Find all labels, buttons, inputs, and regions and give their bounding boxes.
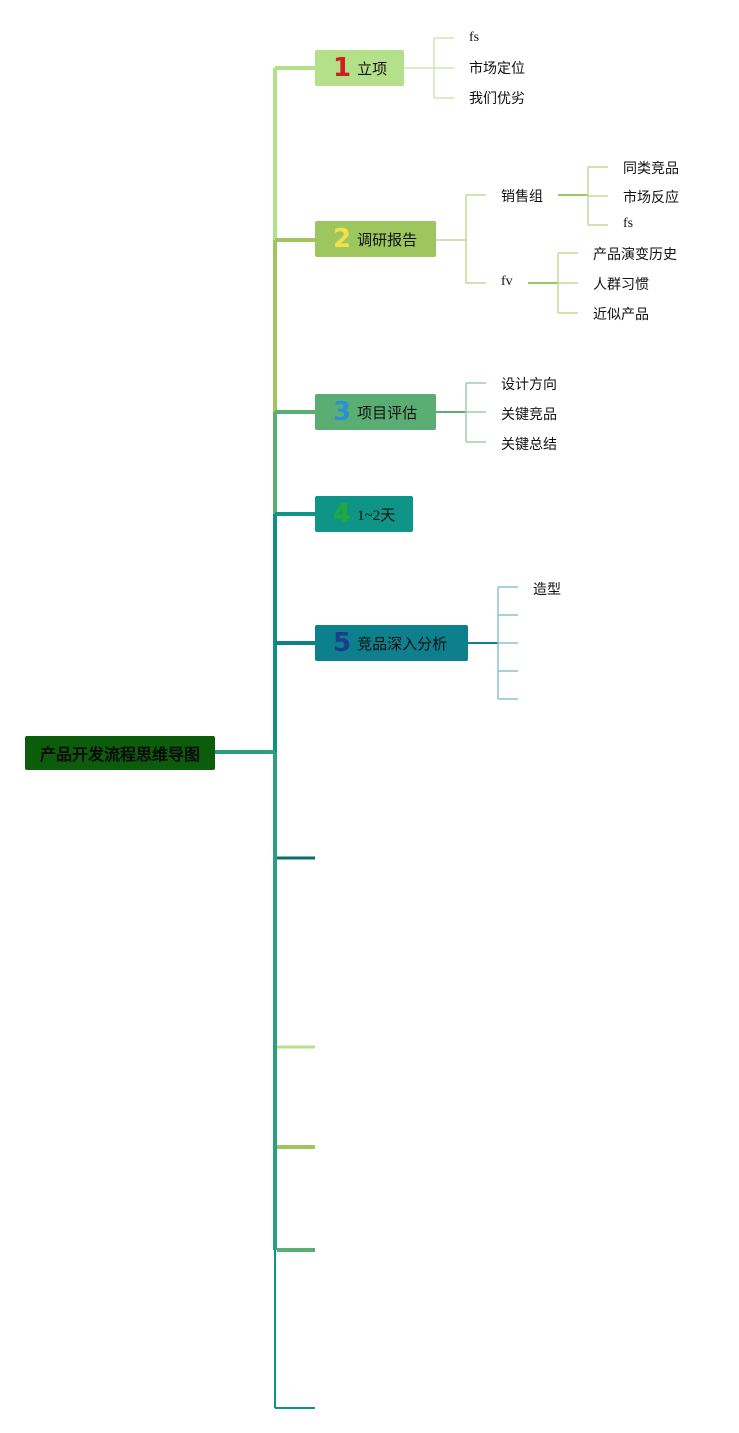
branch-node-4[interactable]: 4 1~2天 xyxy=(315,496,413,532)
group-child[interactable]: 产品演变历史 xyxy=(593,247,677,263)
group-child[interactable]: 市场反应 xyxy=(623,190,679,206)
group-child[interactable]: 近似产品 xyxy=(593,307,649,323)
group-label[interactable]: 销售组 xyxy=(501,189,543,205)
branch-3-child[interactable]: 关键竞品 xyxy=(501,407,557,423)
number-1-icon: 1 xyxy=(333,53,352,83)
branch-3-children-connectors xyxy=(436,382,486,443)
branch-5-child[interactable]: 造型 xyxy=(533,582,561,598)
branch-2-children-connectors xyxy=(436,194,486,284)
branch-1-child[interactable]: 我们优劣 xyxy=(469,91,525,107)
root-label: 产品开发流程思维导图 xyxy=(39,745,200,764)
number-4-icon: 4 xyxy=(333,499,352,529)
number-2-icon: 2 xyxy=(333,224,352,254)
group-child[interactable]: 人群习惯 xyxy=(593,277,649,293)
branch-3-child[interactable]: 关键总结 xyxy=(501,437,557,453)
number-5-icon: 5 xyxy=(333,628,352,658)
group-child[interactable]: fs xyxy=(623,216,634,231)
branch-node-1[interactable]: 1 立项 xyxy=(315,50,404,86)
branch-3-child[interactable]: 设计方向 xyxy=(501,377,557,393)
branch-node-5[interactable]: 5 竞品深入分析 xyxy=(315,625,468,661)
branch-3-label: 项目评估 xyxy=(357,403,418,422)
branch-5-label: 竞品深入分析 xyxy=(357,634,448,653)
branch-1-children-connectors xyxy=(404,37,454,99)
branch-4-label: 1~2天 xyxy=(357,507,396,524)
branch-node-2[interactable]: 2 调研报告 xyxy=(315,221,436,257)
number-3-icon: 3 xyxy=(333,397,352,427)
branch-5-children-connectors xyxy=(468,586,518,700)
group-sales-connectors xyxy=(558,166,608,226)
branch-1-child[interactable]: 市场定位 xyxy=(469,61,525,77)
group-label[interactable]: fv xyxy=(501,274,513,289)
branch-node-3[interactable]: 3 项目评估 xyxy=(315,394,436,430)
root-node[interactable]: 产品开发流程思维导图 xyxy=(25,736,215,770)
group-child[interactable]: 同类竞品 xyxy=(623,161,679,177)
branch-1-child[interactable]: fs xyxy=(469,30,480,45)
group-fv-connectors xyxy=(528,252,578,314)
branch-2-label: 调研报告 xyxy=(357,230,418,249)
branch-1-label: 立项 xyxy=(357,59,388,78)
